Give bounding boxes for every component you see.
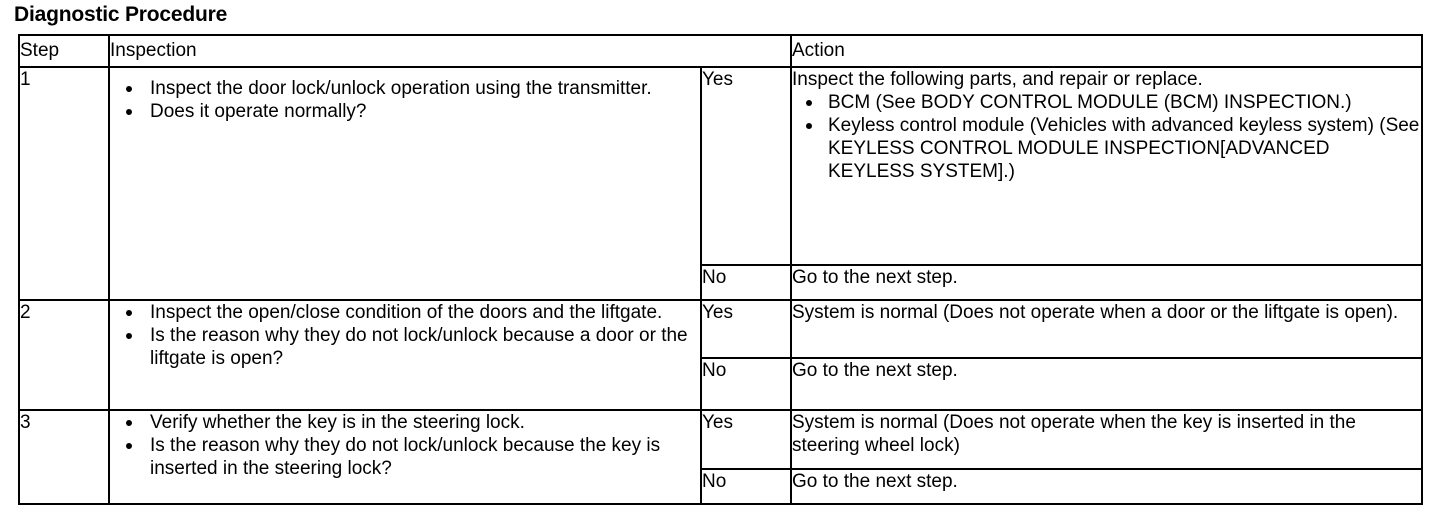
step-number-2: 2	[18, 299, 110, 411]
answer-no-3: No	[700, 468, 792, 505]
table-body: 1 Inspect the door lock/unlock operation…	[18, 66, 1423, 505]
action-cell-yes-3: System is normal (Does not operate when …	[790, 409, 1423, 470]
action-cell-no-3: Go to the next step.	[790, 468, 1423, 505]
diagnostic-procedure-table: Step Inspection Action 1 Inspect the doo…	[18, 34, 1423, 505]
inspection-bullet: Verify whether the key is in the steerin…	[110, 411, 700, 434]
table-row: No Go to the next step.	[19, 468, 1423, 505]
answer-no-2: No	[700, 357, 792, 411]
table-header: Step Inspection Action	[18, 34, 1423, 68]
answer-yes-2: Yes	[700, 299, 792, 359]
column-header-inspection: Inspection	[108, 34, 792, 68]
column-header-step: Step	[18, 34, 110, 68]
page-title: Diagnostic Procedure	[14, 3, 228, 26]
action-cell-yes-2: System is normal (Does not operate when …	[790, 299, 1423, 359]
table-row: 3 Verify whether the key is in the steer…	[18, 409, 1423, 505]
inspection-cell-2: Inspect the open/close condition of the …	[108, 299, 702, 411]
action-bullet-list-1: BCM (See BODY CONTROL MODULE (BCM) INSPE…	[792, 91, 1421, 183]
action-intro-1: Inspect the following parts, and repair …	[792, 69, 1203, 90]
inspection-bullet: Is the reason why they do not lock/unloc…	[110, 434, 700, 480]
inspection-bullet-list-3: Verify whether the key is in the steerin…	[110, 411, 700, 480]
table-row: 1 Inspect the door lock/unlock operation…	[18, 66, 1423, 301]
inspection-cell-1: Inspect the door lock/unlock operation u…	[108, 66, 702, 301]
action-bullet: Keyless control module (Vehicles with ad…	[792, 114, 1421, 183]
step-number-1: 1	[18, 66, 110, 301]
table-row: No Go to the next step.	[19, 357, 1423, 411]
answer-no-1: No	[700, 264, 792, 301]
action-cell-no-2: Go to the next step.	[790, 357, 1423, 411]
answer-yes-3: Yes	[700, 409, 792, 470]
table-row: No Go to the next step.	[19, 264, 1423, 301]
inspection-bullet-list-2: Inspect the open/close condition of the …	[110, 301, 700, 370]
step-number-3: 3	[18, 409, 110, 505]
table-row: 2 Inspect the open/close condition of th…	[18, 299, 1423, 411]
inspection-bullet: Is the reason why they do not lock/unloc…	[110, 324, 700, 370]
action-cell-no-1: Go to the next step.	[790, 264, 1423, 301]
action-cell-yes-1: Inspect the following parts, and repair …	[790, 66, 1423, 266]
inspection-bullet: Inspect the open/close condition of the …	[110, 301, 700, 324]
inspection-bullet: Does it operate normally?	[110, 100, 700, 123]
action-bullet: BCM (See BODY CONTROL MODULE (BCM) INSPE…	[792, 91, 1421, 114]
table-header-row: Step Inspection Action	[18, 34, 1423, 68]
inspection-bullet: Inspect the door lock/unlock operation u…	[110, 77, 700, 100]
column-header-action: Action	[790, 34, 1423, 68]
answer-yes-1: Yes	[700, 66, 792, 266]
inspection-bullet-list-1: Inspect the door lock/unlock operation u…	[110, 77, 700, 123]
inspection-cell-3: Verify whether the key is in the steerin…	[108, 409, 702, 505]
